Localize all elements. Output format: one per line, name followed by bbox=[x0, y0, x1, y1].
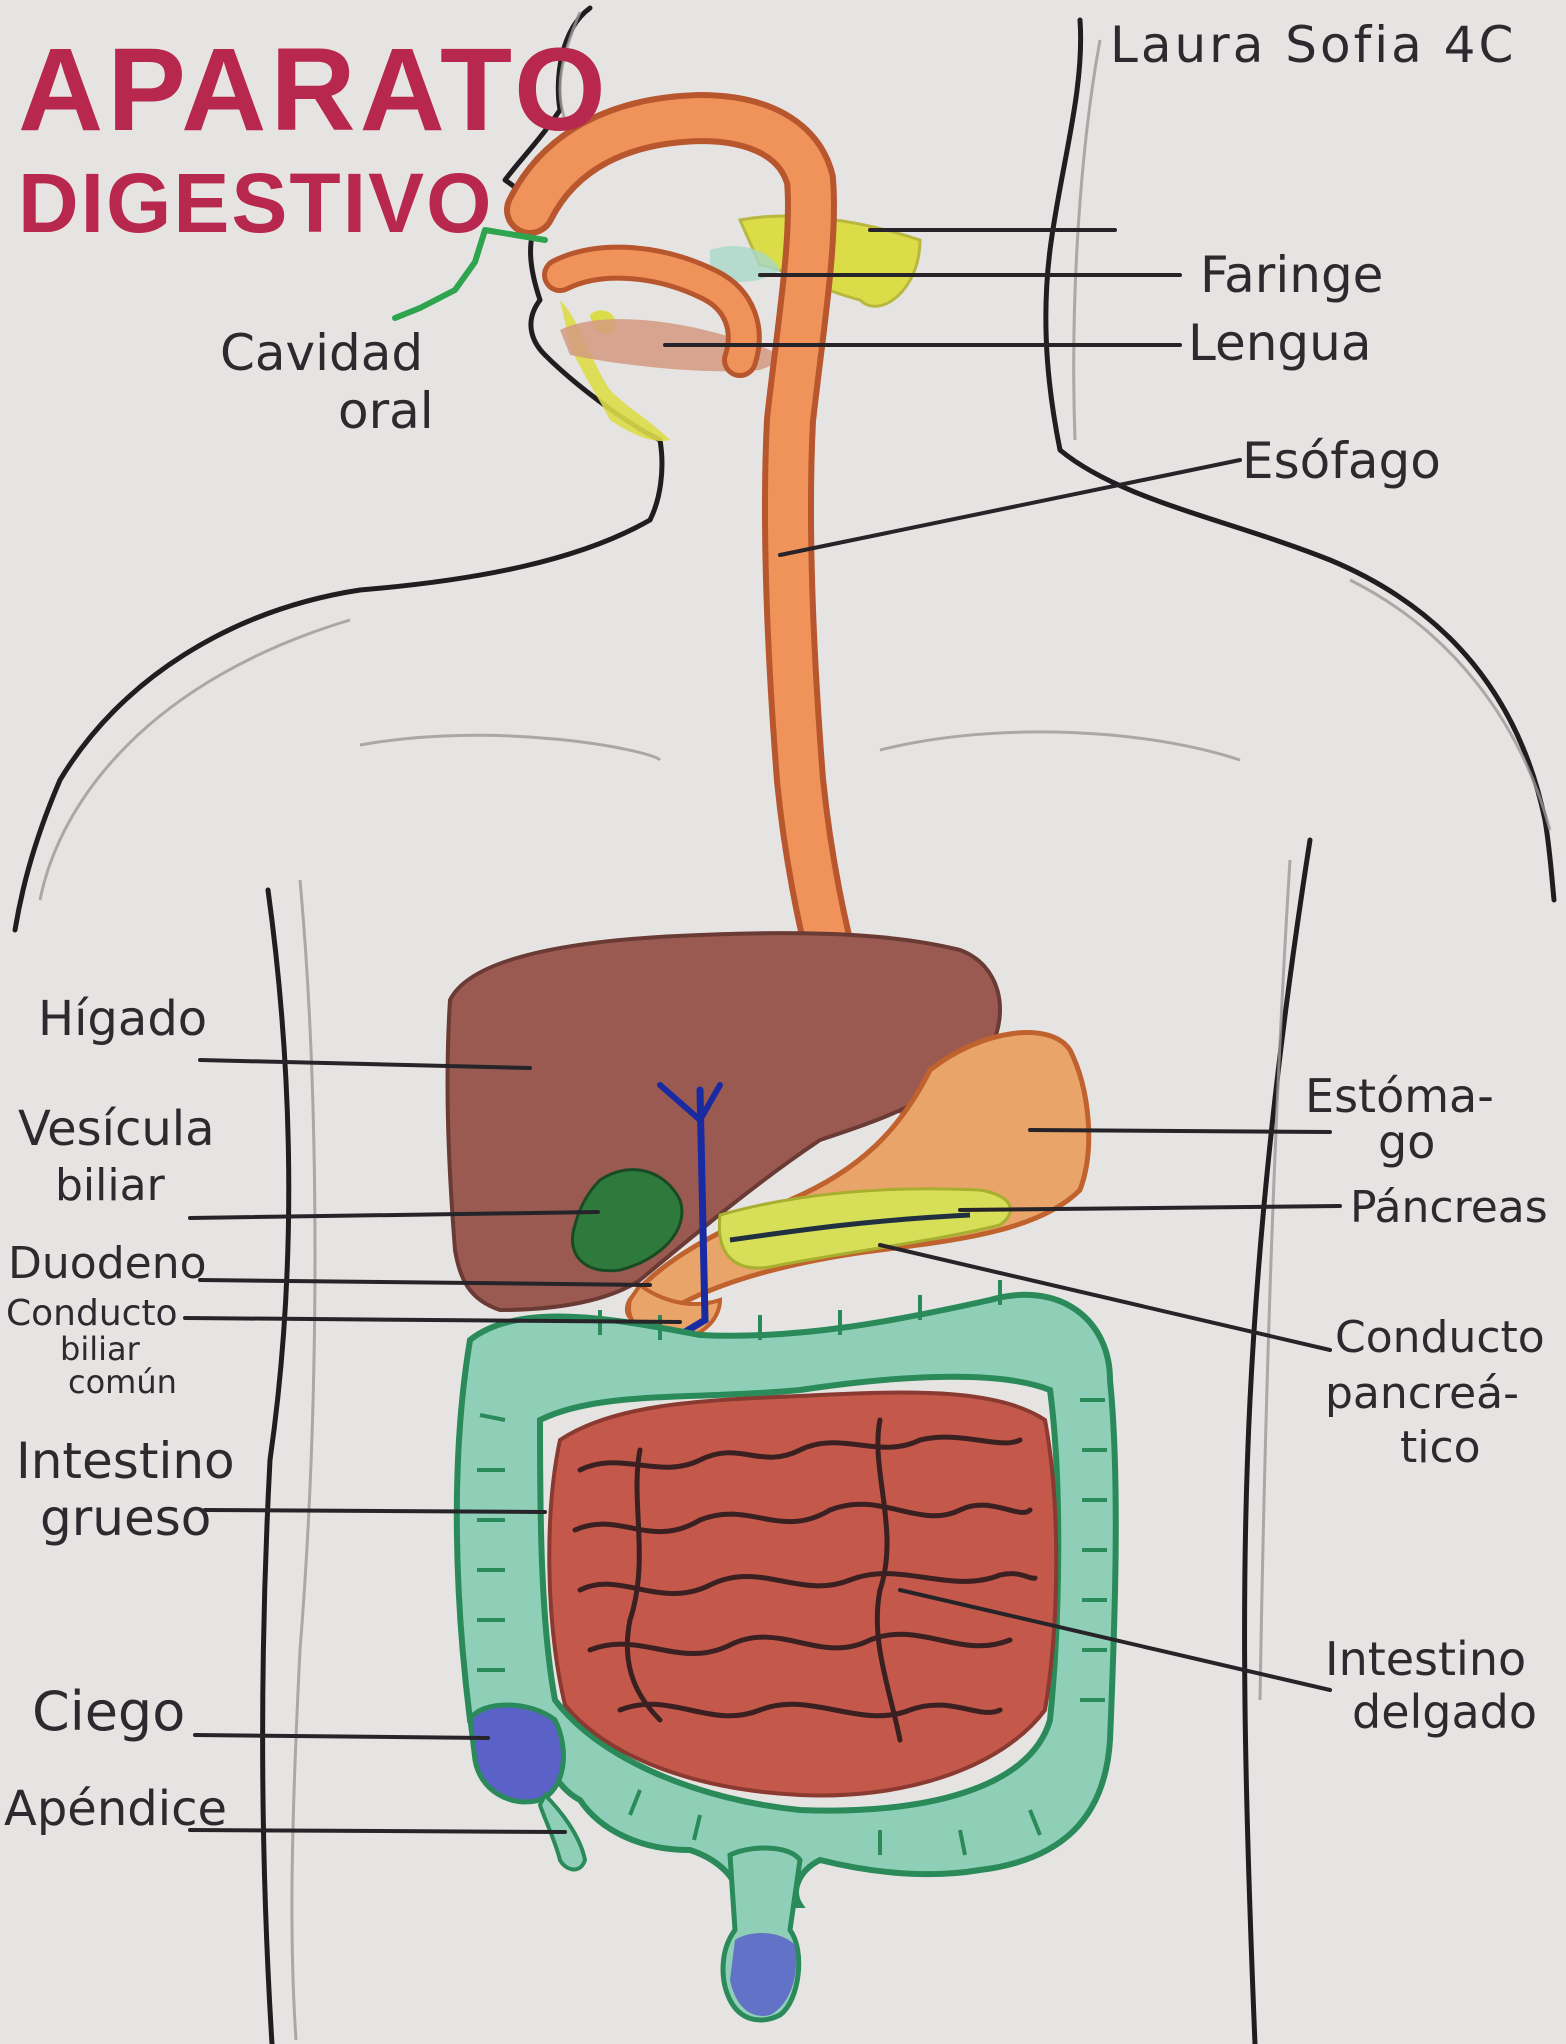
label-vesicula-1: Vesícula bbox=[18, 1101, 215, 1157]
small-intestine bbox=[549, 1393, 1056, 1796]
label-conducto-biliar-3: común bbox=[68, 1363, 177, 1401]
pancreas bbox=[719, 1189, 1010, 1268]
label-conducto-biliar-1: Conducto bbox=[6, 1293, 178, 1334]
label-cavidad-oral-2: oral bbox=[338, 382, 434, 440]
label-esofago: Esófago bbox=[1242, 432, 1441, 490]
label-conducto-pancreatico-3: tico bbox=[1400, 1422, 1481, 1473]
label-pancreas: Páncreas bbox=[1350, 1182, 1548, 1233]
label-faringe: Faringe bbox=[1200, 246, 1383, 304]
title-line-1: APARATO bbox=[18, 24, 610, 156]
label-estomago-2: go bbox=[1378, 1115, 1435, 1169]
label-intestino-delgado-1: Intestino bbox=[1325, 1632, 1526, 1686]
label-lengua: Lengua bbox=[1188, 314, 1372, 372]
label-ciego: Ciego bbox=[32, 1680, 185, 1743]
label-vesicula-2: biliar bbox=[55, 1160, 166, 1211]
label-higado: Hígado bbox=[38, 991, 207, 1047]
cecum bbox=[470, 1705, 563, 1802]
label-duodeno: Duodeno bbox=[8, 1238, 207, 1289]
label-conducto-pancreatico-1: Conducto bbox=[1335, 1312, 1545, 1363]
label-conducto-pancreatico-2: pancreá- bbox=[1325, 1368, 1519, 1419]
label-apendice: Apéndice bbox=[4, 1781, 227, 1837]
label-intestino-grueso-2: grueso bbox=[40, 1489, 211, 1547]
label-cavidad-oral-1: Cavidad bbox=[220, 324, 423, 382]
title-line-2: DIGESTIVO bbox=[18, 156, 493, 250]
author-name: Laura Sofia 4C bbox=[1110, 16, 1516, 74]
label-intestino-delgado-2: delgado bbox=[1352, 1685, 1537, 1739]
label-intestino-grueso-1: Intestino bbox=[16, 1432, 235, 1490]
